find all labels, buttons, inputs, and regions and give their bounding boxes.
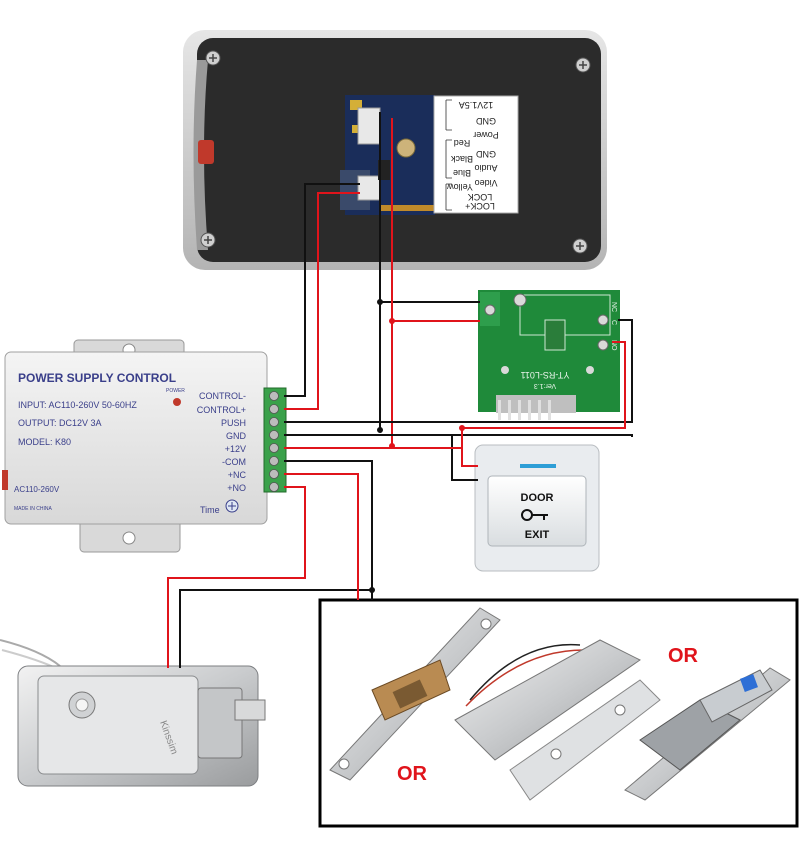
psu-time-label: Time — [200, 505, 220, 515]
sticker-text: Power — [473, 130, 499, 140]
terminal-label: +NO — [227, 483, 246, 493]
relay-silk: YT-RS-L011 — [521, 370, 570, 380]
exit-button-switch: DOOR EXIT — [474, 444, 600, 572]
screw-icon — [575, 57, 591, 73]
or-label: OR — [397, 763, 428, 785]
wire-red — [461, 448, 478, 467]
sticker-text: GND — [476, 149, 497, 159]
wire-black — [284, 183, 360, 397]
power-led-icon — [173, 398, 181, 406]
or-label: OR — [668, 645, 699, 667]
key-icon — [521, 509, 548, 521]
screw-icon — [572, 238, 588, 254]
lock-connector — [357, 175, 381, 201]
terminal-label: +NC — [228, 470, 247, 480]
wire-red — [167, 486, 306, 668]
wire-black — [284, 319, 633, 423]
relay-module: YT-RS-L011 Ver:1.3 NC C NO — [478, 290, 620, 420]
sticker-text: GND — [476, 116, 497, 126]
terminal-label: CONTROL- — [199, 391, 246, 401]
electric-bolt-lock — [624, 667, 791, 801]
relay-silk: C — [610, 320, 617, 325]
sticker-text: LOCK+ — [465, 201, 495, 211]
time-knob-icon — [225, 499, 239, 513]
psu-power-label: POWER — [166, 388, 185, 394]
monitor-side-slot — [198, 140, 214, 164]
monitor-label-sticker — [433, 95, 519, 214]
relay-silk: Ver:1.3 — [534, 382, 556, 389]
sticker-text: Blue — [453, 168, 471, 178]
sticker-text: LOCK — [468, 192, 493, 202]
screw-icon — [200, 232, 216, 248]
psu-input: INPUT: AC110-260V 50-60HZ — [18, 400, 137, 410]
sticker-text: 12V1.5A — [459, 100, 494, 110]
wire-junctions — [369, 299, 465, 593]
relay-silk: NO — [610, 340, 617, 351]
sticker-text: Audio — [474, 163, 497, 173]
sticker-text: Video — [475, 178, 498, 188]
wire-black — [451, 435, 478, 481]
psu-model: MODEL: K80 — [18, 437, 71, 447]
power-supply: POWER SUPPLY CONTROL INPUT: AC110-260V 5… — [2, 339, 287, 553]
psu-title: POWER SUPPLY CONTROL — [18, 371, 176, 385]
psu-ac-label: AC110-260V — [14, 485, 60, 494]
wire-red — [284, 473, 359, 600]
relay-pcb — [478, 290, 620, 412]
wire-black — [284, 434, 633, 437]
terminal-label: CONTROL+ — [197, 405, 246, 415]
psu-output: OUTPUT: DC12V 3A — [18, 418, 102, 428]
magnetic-lock — [454, 639, 661, 801]
lock-options-box: OR OR — [318, 598, 799, 828]
electric-rim-lock: Kinssim — [0, 639, 266, 787]
terminal-label: GND — [226, 431, 247, 441]
monitor-connector — [357, 107, 381, 145]
relay-silk: NC — [610, 302, 617, 312]
terminal-block — [263, 387, 287, 493]
psu-made-in: MADE IN CHINA — [14, 506, 52, 512]
screw-icon — [205, 50, 221, 66]
wire-red — [284, 192, 360, 410]
exit-button-exit-text: EXIT — [525, 529, 550, 541]
sticker-text: Black — [451, 154, 474, 164]
exit-button-door-text: DOOR — [521, 492, 554, 504]
terminal-label: -COM — [222, 457, 246, 467]
indoor-monitor: 12V1.5A GND Power Red GND Black Audio Bl… — [183, 30, 607, 270]
terminal-label: PUSH — [221, 418, 246, 428]
exit-button-face — [487, 475, 587, 547]
electric-strike-lock — [329, 607, 501, 781]
sticker-text: Yellow — [447, 182, 473, 192]
sticker-text: Red — [454, 138, 471, 148]
wire-red — [284, 341, 626, 449]
terminal-label: +12V — [225, 444, 246, 454]
